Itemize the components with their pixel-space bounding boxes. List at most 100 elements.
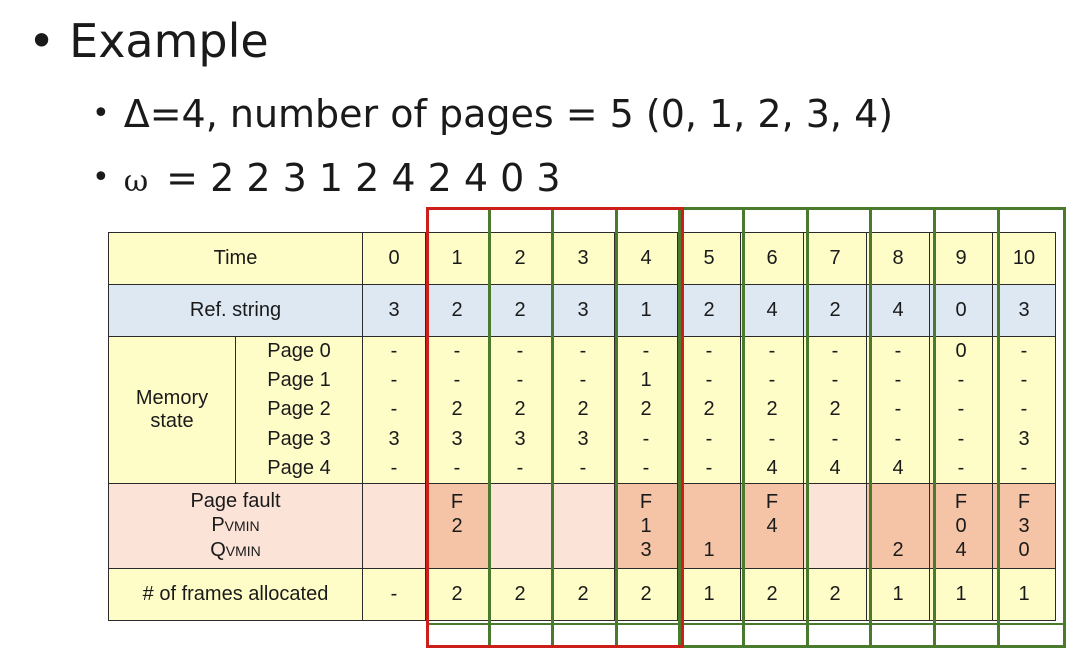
memory-value: 3 (451, 427, 463, 450)
memory-value: - (705, 369, 713, 392)
memory-cell: 0---- (929, 335, 993, 485)
memory-value: - (453, 340, 461, 362)
page-fault-label: Page fault PVMIN QVMIN (108, 483, 363, 570)
delta-text: Δ=4, number of pages = 5 (0, 1, 2, 3, 4) (123, 92, 894, 136)
frames-allocated-label: # of frames allocated (108, 568, 363, 622)
page-fault-q: 3 (640, 539, 652, 562)
page-fault-fault: F (639, 491, 653, 514)
page-fault-cell: 2 (866, 483, 930, 570)
bullet-delta: •Δ=4, number of pages = 5 (0, 1, 2, 3, 4… (92, 92, 893, 136)
page-fault-fault (552, 490, 614, 514)
window-divider (806, 207, 809, 648)
page-labels: Page 0 Page 1 Page 2 Page 3 Page 4 (235, 335, 363, 485)
memory-value: - (894, 398, 902, 421)
pvmin-label: PVMIN (211, 514, 260, 537)
memory-value: - (516, 340, 524, 362)
memory-value: 2 (451, 398, 463, 421)
memory-value: - (516, 369, 524, 392)
time-label: Time (108, 232, 363, 285)
page-fault-p: 2 (451, 515, 463, 538)
page-fault-q: 1 (703, 539, 715, 562)
memory-value: - (579, 456, 587, 479)
page-fault-fault: F (450, 491, 464, 514)
memory-value: - (894, 427, 902, 450)
page-3-label: Page 3 (267, 427, 331, 450)
frames-cell: 2 (551, 568, 615, 622)
bullet-example: •Example (28, 14, 269, 68)
time-cell: 2 (488, 232, 552, 285)
memory-cell: ---3- (362, 335, 426, 485)
memory-value: 4 (766, 456, 778, 479)
ref-cell: 3 (362, 284, 426, 337)
frames-cell: 2 (740, 568, 804, 622)
page-2-label: Page 2 (267, 398, 331, 421)
memory-cell: --2-4 (740, 335, 804, 485)
time-cell: 0 (362, 232, 426, 285)
frames-cell: 1 (866, 568, 930, 622)
memory-cell: ----4 (866, 335, 930, 485)
page-fault-q: 0 (1018, 539, 1030, 562)
page-fault-q (489, 538, 551, 562)
ref-cell: 2 (803, 284, 867, 337)
time-cell: 7 (803, 232, 867, 285)
page-fault-q (804, 538, 866, 562)
page-fault-p: 3 (1018, 515, 1030, 538)
memory-value: - (768, 369, 776, 392)
time-cell: 6 (740, 232, 804, 285)
memory-value: - (1020, 456, 1028, 479)
page-fault-p: 4 (766, 515, 778, 538)
frames-cell: 1 (677, 568, 741, 622)
ref-cell: 2 (677, 284, 741, 337)
memory-value: - (390, 398, 398, 421)
frames-cell: 1 (992, 568, 1056, 622)
memory-value: - (705, 456, 713, 479)
memory-value: - (768, 340, 776, 362)
page-fault-p (552, 514, 614, 538)
memory-value: - (768, 427, 776, 450)
memory-cell: ---3- (992, 335, 1056, 485)
memory-value: 2 (514, 398, 526, 421)
bullet-dot: • (92, 160, 110, 195)
memory-value: - (516, 456, 524, 479)
page-fault-p: 0 (955, 515, 967, 538)
memory-value: - (390, 340, 398, 362)
memory-value: - (579, 340, 587, 362)
ref-cell: 4 (740, 284, 804, 337)
bullet-dot: • (28, 14, 56, 68)
ref-cell: 1 (614, 284, 678, 337)
window-divider (615, 207, 618, 648)
memory-value: - (390, 369, 398, 392)
window-bottom-divider (426, 623, 1063, 625)
memory-value: 0 (955, 340, 967, 362)
ref-cell: 2 (488, 284, 552, 337)
memory-label-line2: state (150, 410, 194, 432)
memory-value: 3 (1018, 427, 1030, 450)
memory-value: - (705, 427, 713, 450)
memory-value: - (453, 456, 461, 479)
memory-value: - (642, 456, 650, 479)
memory-value: - (1020, 340, 1028, 362)
memory-value: 4 (829, 456, 841, 479)
frames-cell: 2 (614, 568, 678, 622)
memory-value: 2 (703, 398, 715, 421)
page-fault-fault: F (954, 491, 968, 514)
window-divider (997, 207, 1000, 648)
page-fault-fault (678, 490, 740, 514)
memory-value: - (642, 340, 650, 362)
page-fault-p (489, 514, 551, 538)
page-fault-q: 4 (955, 539, 967, 562)
memory-value: - (831, 340, 839, 362)
window-divider (933, 207, 936, 648)
ref-cell: 4 (866, 284, 930, 337)
memory-value: 4 (892, 456, 904, 479)
page-4-label: Page 4 (267, 456, 331, 479)
memory-value: - (390, 456, 398, 479)
